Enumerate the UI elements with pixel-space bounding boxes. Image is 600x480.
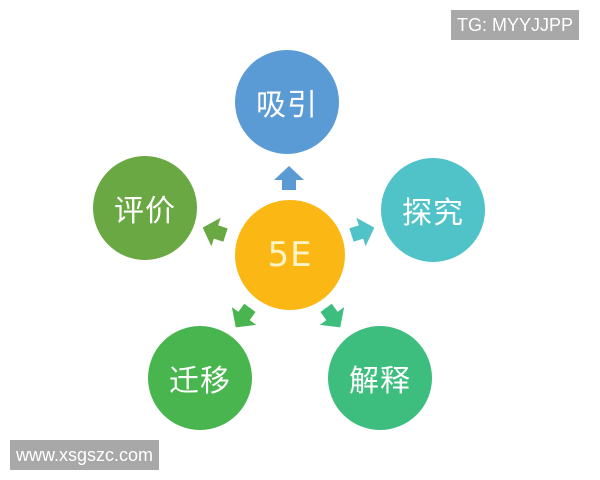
node-explore: 探究 bbox=[381, 158, 485, 262]
arrow-left-icon bbox=[202, 217, 228, 247]
center-node-label: 5E bbox=[267, 235, 313, 275]
arrow-bottom-left-icon bbox=[231, 303, 257, 328]
node-engage: 吸引 bbox=[235, 50, 339, 154]
node-elaborate-label: 迁移 bbox=[169, 364, 231, 399]
watermark-top-right: TG: MYYJJPP bbox=[451, 10, 580, 40]
node-explore-label: 探究 bbox=[402, 196, 464, 231]
node-evaluate-label: 评价 bbox=[114, 194, 176, 229]
arrow-up-icon bbox=[274, 166, 304, 190]
node-explain-label: 解释 bbox=[349, 364, 411, 399]
watermark-bottom-left-text: www.xsgszc.com bbox=[16, 445, 154, 465]
node-elaborate: 迁移 bbox=[148, 326, 252, 430]
arrow-bottom-right-icon bbox=[319, 303, 345, 328]
watermark-top-right-text: TG: MYYJJPP bbox=[457, 15, 574, 35]
watermark-bottom-left: www.xsgszc.com bbox=[10, 440, 160, 470]
node-explain: 解释 bbox=[328, 326, 432, 430]
arrow-right-icon bbox=[349, 217, 375, 247]
node-engage-label: 吸引 bbox=[256, 88, 318, 123]
node-evaluate: 评价 bbox=[93, 156, 197, 260]
center-node-5e: 5E bbox=[235, 200, 345, 310]
